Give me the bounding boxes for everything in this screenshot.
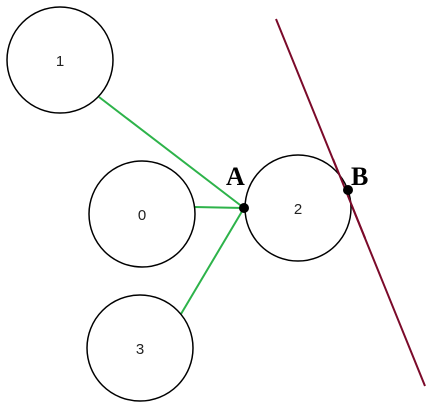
node-3: 3 bbox=[86, 294, 194, 402]
tangent-line-overlay bbox=[332, 158, 366, 239]
node-circle bbox=[86, 294, 194, 402]
node-1: 1 bbox=[6, 6, 114, 114]
point-a-label: A bbox=[226, 162, 245, 191]
edge-0-to-a bbox=[193, 206, 245, 209]
node-label: 1 bbox=[56, 53, 64, 70]
node-label: 3 bbox=[136, 341, 144, 358]
node-label: 2 bbox=[294, 201, 302, 218]
node-label: 0 bbox=[138, 207, 146, 224]
node-0: 0 bbox=[88, 160, 196, 268]
point-b-dot bbox=[343, 185, 353, 195]
point-a-dot bbox=[239, 203, 249, 213]
edge-3-to-a bbox=[180, 207, 245, 315]
point-b-label: B bbox=[351, 162, 368, 191]
node-circle bbox=[6, 6, 114, 114]
edge-1-to-a bbox=[98, 96, 245, 209]
node-2: 2 bbox=[244, 154, 352, 262]
node-circle bbox=[88, 160, 196, 268]
